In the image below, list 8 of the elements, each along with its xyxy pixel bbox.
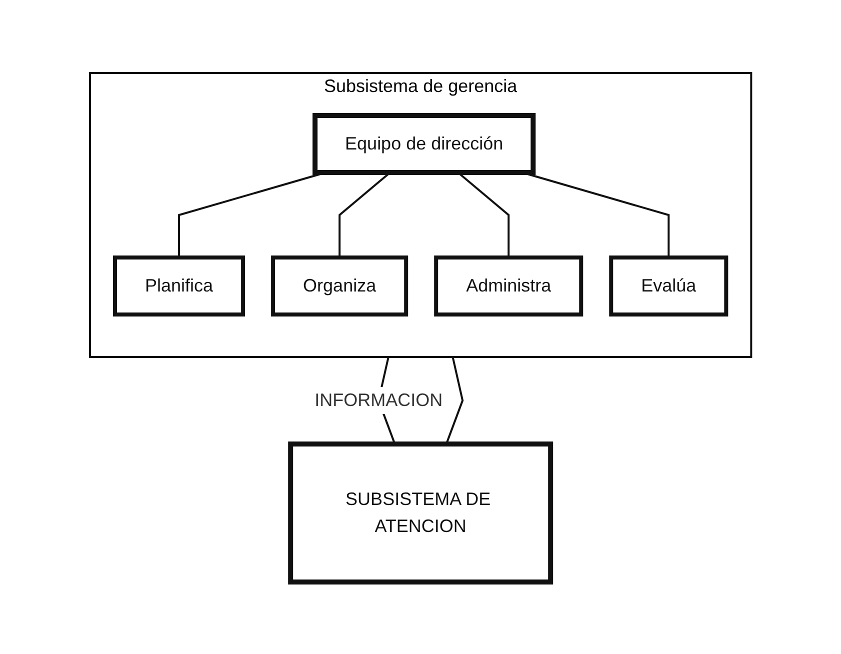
node-box: SUBSISTEMA DE ATENCION bbox=[288, 441, 553, 584]
node-box: Equipo de dirección bbox=[312, 112, 536, 174]
node-box: Evalúa bbox=[609, 255, 728, 316]
node-box: Planifica bbox=[112, 255, 245, 316]
node-box: Organiza bbox=[270, 255, 408, 316]
edge-label: INFORMACION bbox=[314, 390, 442, 410]
connector bbox=[445, 356, 464, 444]
node-box: Administra bbox=[434, 255, 584, 316]
